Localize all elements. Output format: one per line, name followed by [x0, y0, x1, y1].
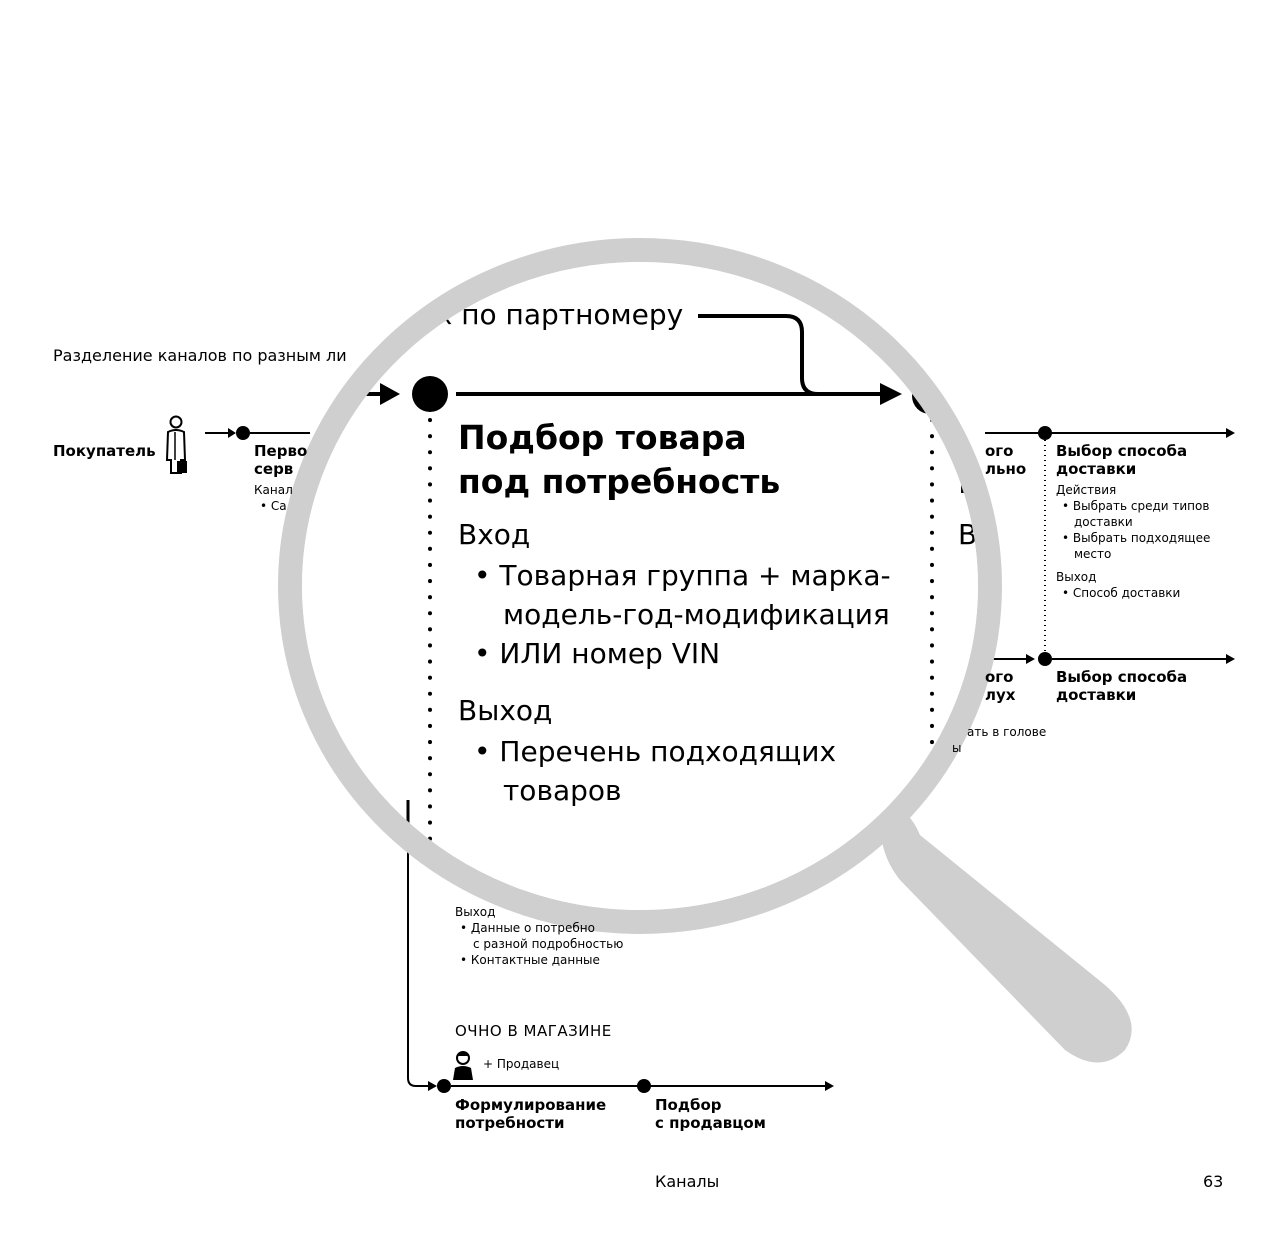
mid-output-2: • Контактные данные — [460, 953, 600, 967]
seller-label: + Продавец — [483, 1057, 560, 1071]
lens-node — [912, 378, 948, 414]
store-step2-2: с продавцом — [655, 1114, 766, 1132]
seller-icon — [453, 1051, 473, 1080]
left-step-sub1: Канал — [254, 483, 293, 497]
footer-section: Каналы — [655, 1172, 720, 1191]
flow-node — [437, 1079, 451, 1093]
left-step-sub2: • Са — [260, 499, 287, 513]
right-top-action-2b: место — [1074, 547, 1112, 561]
lens-output-label: Выход — [458, 694, 553, 727]
arrowhead — [1226, 654, 1235, 664]
right-top-action-2: • Выбрать подходящее — [1062, 531, 1211, 545]
person-icon — [165, 415, 187, 474]
magnifier-handle — [880, 808, 1132, 1063]
lens-input-label: Вход — [458, 518, 531, 551]
mid-output-1b: с разной подробностью — [473, 937, 624, 951]
flow-node — [1038, 652, 1052, 666]
store-step1-1: Формулирование — [455, 1096, 607, 1114]
right-top-title-2: доставки — [1056, 460, 1137, 478]
right-top-partial-2: льно — [985, 460, 1027, 478]
right-bottom-partial-2: лух — [985, 686, 1016, 704]
arrowhead — [1226, 428, 1235, 438]
magnifier-ring — [278, 238, 1002, 934]
right-top-action-1b: доставки — [1074, 515, 1133, 529]
arrowhead — [228, 428, 236, 438]
branch-line — [407, 850, 428, 1087]
store-step1-2: потребности — [455, 1114, 565, 1132]
lens-arrowhead — [380, 383, 400, 405]
arrowhead — [1026, 654, 1035, 664]
arrowhead — [825, 1081, 834, 1091]
right-top-actions-label: Действия — [1056, 483, 1117, 497]
arrowhead — [428, 1081, 437, 1091]
right-bottom-partial-1: ого — [985, 668, 1014, 686]
caption: Разделение каналов по разным ли — [53, 346, 347, 365]
right-top-output-1: • Способ доставки — [1062, 586, 1181, 600]
actor-label: Покупатель — [53, 442, 156, 460]
lens-diagram — [302, 314, 948, 910]
page-number: 63 — [1203, 1172, 1224, 1191]
lens-title-1: Подбор товара — [458, 418, 747, 457]
right-bottom-title-2: доставки — [1056, 686, 1137, 704]
lens-input-2: • ИЛИ номер VIN — [474, 637, 721, 670]
lens-output-1: • Перечень подходящих — [474, 735, 837, 768]
right-top-output-label: Выход — [1056, 570, 1097, 584]
store-step2-1: Подбор — [655, 1096, 722, 1114]
right-top-title-1: Выбор способа — [1056, 442, 1188, 460]
right-bottom-title-1: Выбор способа — [1056, 668, 1188, 686]
lens-input-1: • Товарная группа + марка- — [474, 559, 891, 592]
lens-output-1b: товаров — [503, 774, 622, 807]
lens-node — [412, 376, 448, 412]
lens-title-2: под потребность — [458, 462, 781, 501]
flow-node — [637, 1079, 651, 1093]
store-label: ОЧНО В МАГАЗИНЕ — [455, 1022, 612, 1040]
lens-connector — [698, 314, 880, 396]
right-bottom-note-2: ы — [952, 741, 962, 755]
right-top-action-1: • Выбрать среди типов — [1062, 499, 1210, 513]
right-bottom-note-1: ать в голове — [967, 725, 1047, 739]
lens-edge-letter-2: В — [958, 518, 978, 551]
mid-output-label: Выход — [455, 905, 496, 919]
magnifier-lens: ск по партномеру Подбор товара под потре… — [302, 262, 978, 910]
flow-node — [236, 426, 250, 440]
left-step-title-1: Перво — [254, 442, 308, 460]
lens-top-label: ск по партномеру — [420, 298, 684, 331]
flow-node — [1038, 426, 1052, 440]
lens-edge-letter-1: Е — [958, 462, 978, 501]
mid-output-1: • Данные о потребно — [460, 921, 595, 935]
right-top-partial-1: ого — [985, 442, 1014, 460]
left-step-title-2: серв — [254, 460, 294, 478]
lens-arrowhead — [880, 383, 902, 405]
lens-input-1b: модель-год-модификация — [503, 598, 890, 631]
